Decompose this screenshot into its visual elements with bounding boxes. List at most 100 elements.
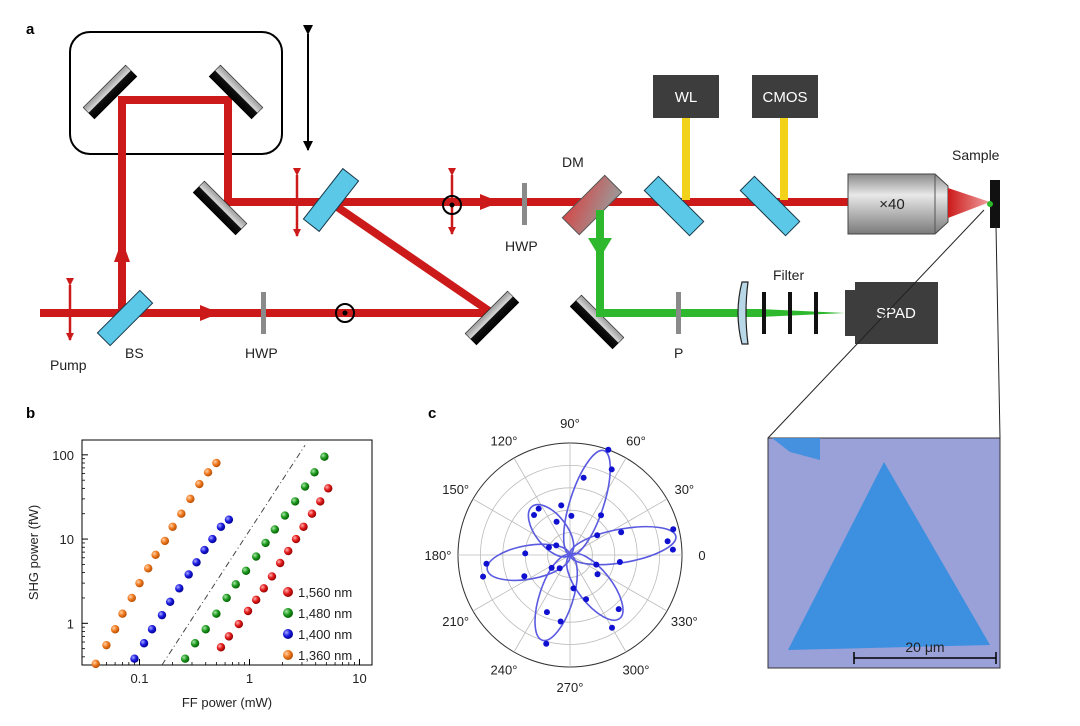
angle-label: 60° [626, 434, 646, 449]
beam-arrow-3 [114, 240, 130, 262]
reference-line [161, 444, 306, 666]
dm-label: DM [562, 154, 584, 170]
data-point [243, 606, 253, 616]
polar-point [521, 573, 528, 580]
delay-stage-box [69, 31, 283, 155]
polar-point [594, 571, 601, 578]
data-point [212, 458, 221, 468]
data-point [300, 482, 310, 491]
polar-spoke [569, 498, 668, 556]
hwp1-label: HWP [245, 345, 278, 361]
data-point [222, 593, 231, 603]
panel-c-label: c [428, 405, 436, 422]
data-point [195, 479, 204, 489]
polar-point [594, 532, 601, 539]
panel-b-label: b [26, 405, 35, 422]
polar-point [553, 518, 560, 525]
filter-label: Filter [773, 267, 804, 283]
angle-label: 90° [560, 416, 580, 431]
y-tick-label: 1 [67, 616, 74, 631]
sample-holder [990, 180, 1000, 228]
angle-label: 240° [491, 662, 518, 677]
angle-label: 150° [442, 482, 469, 497]
angle-label: 330° [671, 614, 698, 629]
polar-point [670, 526, 677, 533]
data-point [200, 545, 209, 555]
data-point [118, 609, 127, 618]
data-point [259, 584, 269, 593]
pump-label: Pump [50, 357, 87, 373]
data-point [216, 643, 226, 652]
polar-point [570, 585, 577, 592]
mirrors [82, 64, 625, 350]
data-point [192, 558, 201, 567]
data-point [102, 640, 111, 650]
polar-angle-labels: 030°60°90°120°150°180°210°240°270°300°33… [425, 416, 706, 695]
plot-b-points [91, 452, 333, 669]
legend-marker [283, 629, 293, 639]
data-point [267, 572, 277, 581]
polar-point [543, 640, 550, 647]
data-point [135, 578, 144, 588]
data-point [231, 580, 240, 589]
data-point [216, 522, 226, 531]
data-point [270, 525, 280, 534]
polar-point [553, 542, 560, 549]
polar-fit [486, 449, 677, 642]
data-point [275, 558, 285, 568]
angle-label: 300° [623, 662, 650, 677]
polar-point [548, 564, 555, 571]
green-beam-path [588, 210, 845, 317]
data-point [168, 522, 177, 531]
data-point [175, 584, 184, 593]
x-tick-label: 10 [352, 671, 366, 686]
polar-spoke [569, 457, 627, 556]
polar-spoke [513, 457, 571, 556]
polar-point [531, 512, 538, 519]
data-point [186, 494, 195, 504]
panel-c-chart: c 030°60°90°120°150°180°210°240°270°300°… [425, 405, 706, 695]
data-point [261, 538, 270, 548]
data-point [290, 497, 300, 506]
polar-point [618, 529, 625, 536]
cmos-box: CMOS [752, 75, 818, 118]
legend-marker [283, 650, 293, 660]
panel-a-label: a [26, 21, 35, 38]
data-point [165, 597, 175, 607]
polar-point [568, 512, 575, 519]
panel-a-setup: a [26, 21, 1001, 439]
legend-label: 1,360 nm [298, 648, 352, 663]
angle-label: 210° [442, 614, 469, 629]
data-point [316, 497, 325, 506]
plot-b-legend: 1,560 nm1,480 nm1,400 nm1,360 nm [283, 585, 352, 663]
scale-bar-label: 20 μm [905, 639, 944, 655]
spad-box: SPAD [845, 282, 938, 344]
polar-point [583, 596, 590, 603]
data-point [91, 659, 100, 669]
polarization-out-of-plane-icons [335, 195, 462, 323]
polar-point [556, 565, 563, 572]
sample-spot [987, 201, 993, 207]
zoom-lines [767, 209, 1001, 439]
polar-points [480, 446, 677, 647]
data-point [144, 564, 153, 573]
svg-text:WL: WL [675, 89, 698, 106]
angle-label: 270° [557, 680, 584, 695]
beam-arrow-2 [200, 305, 220, 321]
data-point [224, 632, 234, 641]
data-point [241, 566, 251, 576]
data-point [151, 550, 160, 560]
polarizer-label: P [674, 345, 683, 361]
legend-marker [283, 608, 293, 618]
data-point [224, 515, 234, 524]
angle-label: 120° [491, 434, 518, 449]
plot-b-xlabel: FF power (mW) [182, 695, 272, 710]
polar-point [545, 544, 552, 551]
data-point [127, 593, 136, 603]
data-point [251, 595, 261, 605]
data-point [110, 625, 120, 634]
beam-arrow-1 [480, 194, 500, 210]
data-point [299, 522, 308, 531]
